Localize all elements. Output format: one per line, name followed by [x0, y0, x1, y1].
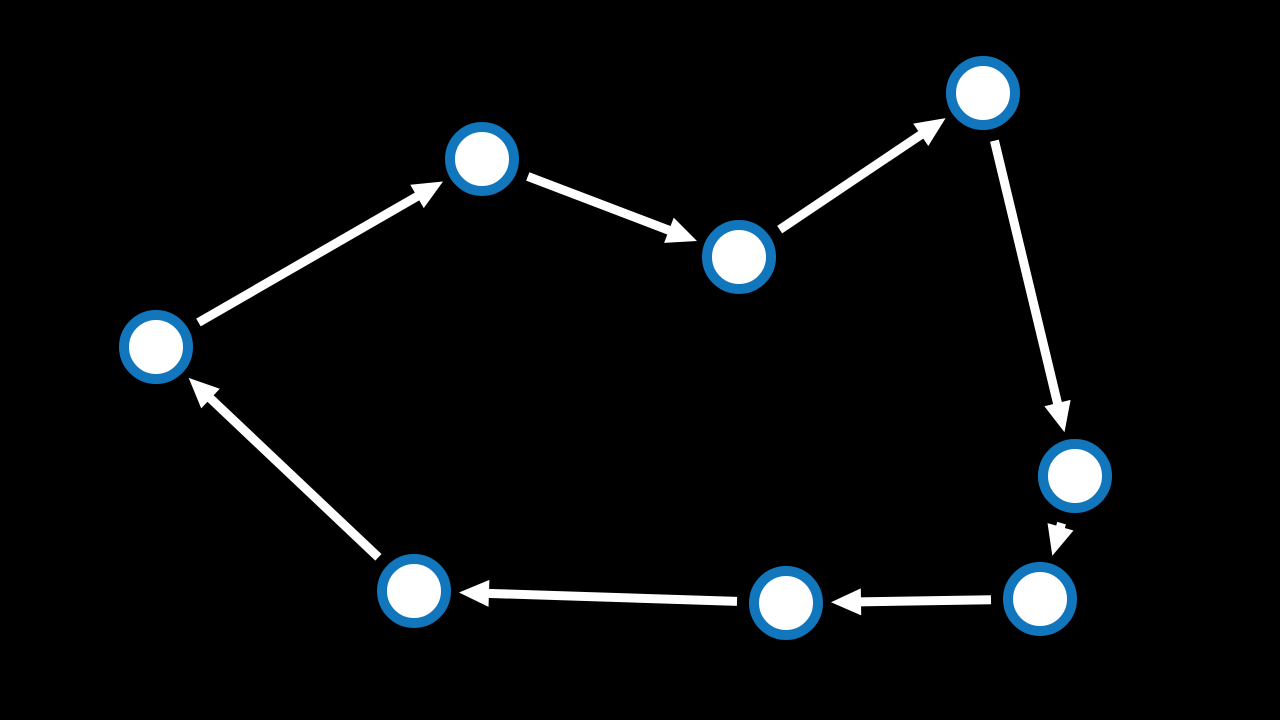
graph-edge-n4-n5: [990, 139, 1071, 433]
graph-node-bottom-middle: [749, 566, 823, 640]
graph-edge-n2-n3: [526, 172, 697, 243]
edge-line: [858, 595, 992, 607]
edge-arrowhead: [1047, 523, 1074, 556]
graph-node-bottom-left: [377, 554, 451, 628]
edge-arrowhead: [664, 217, 697, 243]
edge-arrowhead: [830, 588, 862, 616]
edge-arrowhead: [188, 377, 220, 409]
graph-edge-n5-n6: [1047, 521, 1074, 556]
graph-node-middle: [702, 220, 776, 294]
edge-line: [205, 393, 382, 561]
graph-node-left: [119, 310, 193, 384]
edge-line: [526, 172, 673, 236]
graph-node-right: [1038, 439, 1112, 513]
graph-edge-n8-n1: [188, 377, 382, 561]
graph-node-top-right: [946, 56, 1020, 130]
edge-arrowhead: [458, 579, 490, 607]
edge-line: [486, 588, 738, 606]
graph-edge-n3-n4: [777, 118, 946, 234]
edge-arrowhead: [410, 181, 444, 209]
graph-edge-n7-n8: [458, 579, 738, 607]
edge-arrowhead: [1044, 399, 1071, 433]
edge-line: [777, 129, 925, 234]
graph-node-upper-left: [445, 122, 519, 196]
graph-edge-n6-n7: [830, 588, 992, 616]
graph-node-bottom-right: [1003, 562, 1077, 636]
edge-arrowhead: [913, 118, 946, 147]
graph-edge-n1-n2: [196, 181, 444, 327]
edge-line: [990, 139, 1063, 407]
edge-line: [196, 191, 422, 327]
